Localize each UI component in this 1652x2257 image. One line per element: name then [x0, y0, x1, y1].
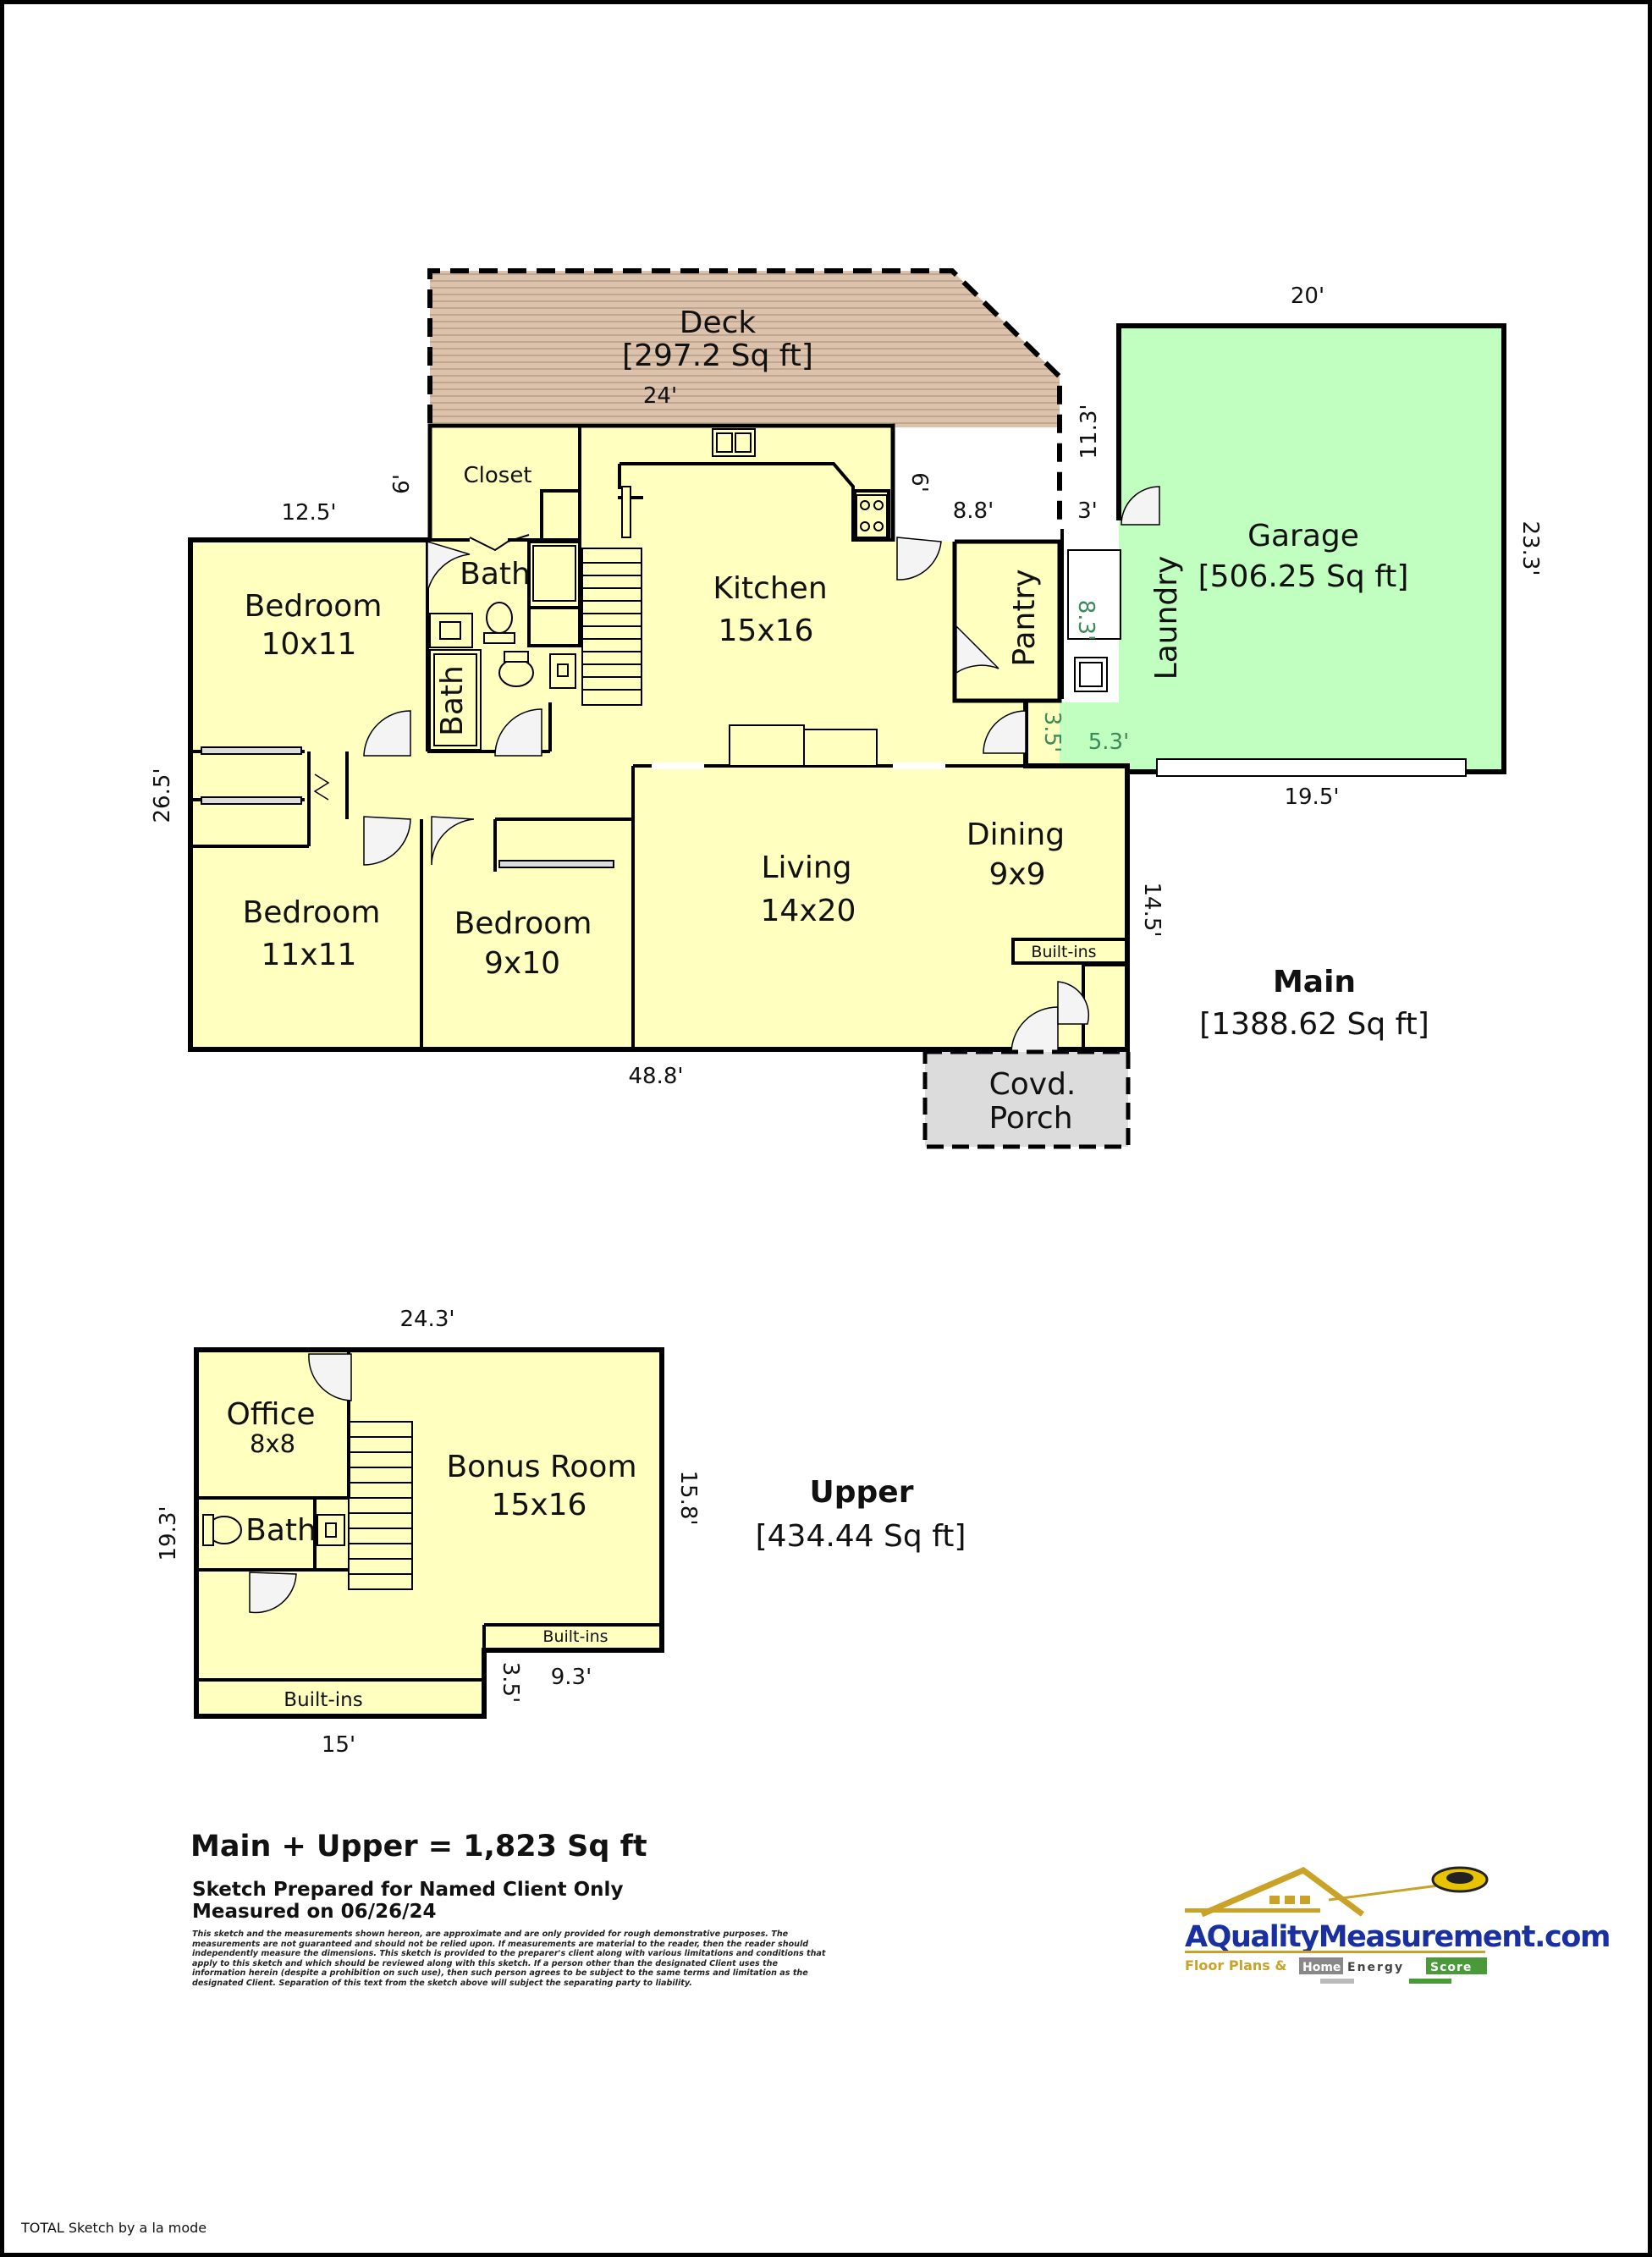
- logo-tagline: Floor Plans &: [1185, 1957, 1286, 1973]
- main-house-fill: [190, 423, 1127, 1049]
- dim-deck-right: 8.8': [953, 498, 994, 524]
- logo-name: AQualityMeasurement.com: [1185, 1920, 1610, 1954]
- dining-size: 9x9: [988, 857, 1045, 892]
- stair-upper: [348, 1421, 413, 1590]
- deck-label: Deck: [680, 306, 757, 340]
- dim-garage-top: 20': [1291, 284, 1324, 309]
- windows: [652, 762, 945, 769]
- living-size: 14x20: [761, 894, 856, 928]
- dim-laundry-5-3: 5.3': [1088, 729, 1130, 755]
- total-area: Main + Upper = 1,823 Sq ft: [190, 1830, 647, 1863]
- builtins-label-upper-1: Built-ins: [542, 1627, 608, 1646]
- fridge-icon: [621, 486, 631, 538]
- laundry-label: Laundry: [1149, 556, 1184, 680]
- upper-door-swings: [249, 1353, 352, 1614]
- closet-label: Closet: [463, 463, 531, 488]
- toilet-icon-2: [498, 658, 534, 687]
- garage-label: Garage: [1247, 519, 1359, 553]
- logo-energy: Energy: [1347, 1961, 1404, 1974]
- range-icon: [856, 494, 888, 538]
- bonus-room-size: 15x16: [492, 1488, 587, 1522]
- upper-level-title: Upper: [810, 1475, 914, 1510]
- island-right: [803, 729, 878, 767]
- builtins-label-main: Built-ins: [1031, 943, 1096, 961]
- main-level-title: Main: [1273, 965, 1356, 999]
- main-dimensions: 24' 6' 11.3' 8.8' 6' 20' 23.3' 19.5' 3' …: [150, 284, 1543, 1089]
- garage-area-label: [506.25 Sq ft]: [1198, 559, 1409, 594]
- deck-area-label: [297.2 Sq ft]: [622, 339, 813, 373]
- dim-laundry-8-3: 8.3': [1073, 600, 1099, 641]
- upper-level-area: [434.44 Sq ft]: [756, 1519, 966, 1554]
- dim-deck-width: 24': [643, 383, 677, 409]
- bedroom-2-label: Bedroom: [243, 895, 381, 930]
- bonus-room-label: Bonus Room: [446, 1450, 636, 1484]
- office-size: 8x8: [250, 1429, 295, 1458]
- deck-area: [430, 271, 1060, 427]
- logo-score: Score: [1430, 1961, 1472, 1974]
- dim-upper-top: 24.3': [399, 1307, 454, 1332]
- toilet-icon-1: [486, 602, 513, 634]
- bedroom-2-size: 11x11: [262, 938, 357, 972]
- utility-sink-icon: [1074, 657, 1108, 692]
- main-level-area: [1388.62 Sq ft]: [1199, 1007, 1429, 1042]
- porch-label-1: Covd.: [989, 1067, 1077, 1102]
- island-left: [729, 724, 805, 767]
- prepared-for: Sketch Prepared for Named Client Only: [192, 1879, 623, 1901]
- bedroom-3-size: 9x10: [484, 946, 560, 981]
- dim-bottom: 48.8': [628, 1064, 683, 1089]
- dim-upper-notch-height: 3.5': [498, 1662, 523, 1704]
- bath-label-1: Bath: [460, 557, 531, 592]
- closet-doors: [201, 534, 614, 868]
- washer-icon: [1067, 549, 1121, 640]
- upper-level: Office 8x8 Bath Bonus Room 15x16 Built-i…: [156, 1307, 966, 1758]
- dining-label: Dining: [966, 817, 1065, 852]
- footer-credit: TOTAL Sketch by a la mode: [20, 2220, 206, 2236]
- dim-garage-bottom: 19.5': [1284, 784, 1339, 810]
- pantry-label: Pantry: [1007, 569, 1042, 666]
- dim-deck-side: 11.3': [1077, 404, 1102, 459]
- garage-door: [1156, 758, 1467, 777]
- upper-fixtures: [202, 1514, 345, 1546]
- garage-area: [1026, 326, 1504, 772]
- bath-fixtures: [429, 545, 576, 751]
- disclaimer-text: This sketch and the measurements shown h…: [192, 1929, 826, 1988]
- office-label: Office: [226, 1397, 315, 1432]
- bedroom-3-label: Bedroom: [454, 906, 592, 941]
- bath-label-2: Bath: [435, 665, 470, 736]
- company-logo: AQualityMeasurement.com Floor Plans & Ho…: [1185, 1866, 1611, 1984]
- stair-main: [581, 548, 642, 706]
- dim-upper-right: 15.8': [675, 1470, 701, 1525]
- upper-bath-label: Bath: [245, 1513, 317, 1548]
- kitchen-fixtures: [621, 428, 888, 767]
- deck-outline: [427, 268, 1062, 529]
- door-swings: [313, 486, 1160, 1054]
- bedroom-1-label: Bedroom: [245, 589, 383, 624]
- measured-date: Measured on 06/26/24: [192, 1901, 437, 1923]
- kitchen-size: 15x16: [719, 614, 814, 648]
- covered-porch: [922, 1049, 1131, 1149]
- builtins-label-upper-2: Built-ins: [284, 1689, 362, 1711]
- dim-upper-notch-width: 9.3': [551, 1665, 592, 1690]
- dim-upper-bottom: 15': [322, 1732, 355, 1758]
- dim-right: 14.5': [1139, 882, 1165, 937]
- dim-garage-right: 23.3': [1517, 520, 1543, 575]
- dim-kitchen-notch: 6': [906, 472, 932, 493]
- dim-top-left: 12.5': [281, 500, 336, 526]
- logo-home: Home: [1302, 1961, 1341, 1974]
- main-room-labels: Deck [297.2 Sq ft] Garage [506.25 Sq ft]…: [243, 306, 1409, 1136]
- shower-icon: [532, 545, 576, 602]
- dim-left: 26.5': [150, 768, 175, 823]
- dim-laundry-3-5: 3.5': [1039, 712, 1065, 753]
- dim-upper-left: 19.3': [156, 1506, 181, 1561]
- dim-garage-step: 3': [1077, 498, 1098, 524]
- living-label: Living: [761, 851, 851, 885]
- kitchen-label: Kitchen: [713, 571, 827, 606]
- kitchen-north-wall: [427, 423, 895, 542]
- main-level: Deck [297.2 Sq ft] Garage [506.25 Sq ft]…: [150, 268, 1543, 1149]
- porch-label-2: Porch: [988, 1101, 1072, 1136]
- bedroom-1-size: 10x11: [262, 627, 357, 662]
- dim-deck-depth: 6': [389, 474, 415, 494]
